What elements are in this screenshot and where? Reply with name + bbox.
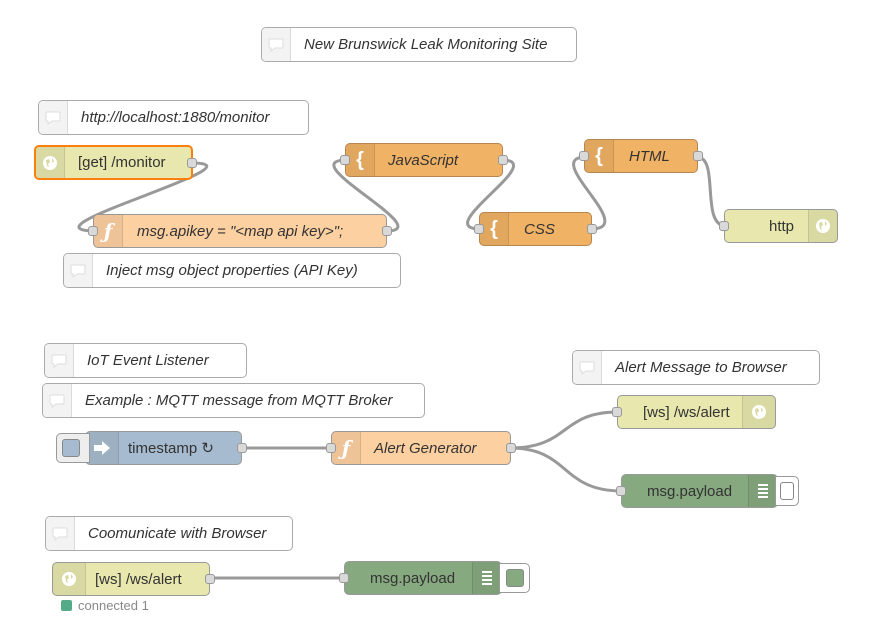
output-port[interactable] xyxy=(205,574,215,584)
globe-icon xyxy=(808,210,837,242)
site-title-label: New Brunswick Leak Monitoring Site xyxy=(304,36,548,53)
input-port[interactable] xyxy=(616,486,626,496)
comment-icon xyxy=(43,384,72,417)
wire-alert-to-ws-out xyxy=(509,410,619,450)
websocket-in-node[interactable]: [ws] /ws/alert xyxy=(52,562,215,596)
output-port[interactable] xyxy=(693,151,703,161)
comment-icon xyxy=(573,351,602,384)
comment-icon xyxy=(46,517,75,550)
input-port[interactable] xyxy=(612,407,622,417)
output-port[interactable] xyxy=(498,155,508,165)
iot-listener-label: IoT Event Listener xyxy=(87,352,209,369)
input-port[interactable] xyxy=(579,151,589,161)
template-brace-icon: { xyxy=(346,144,375,176)
debug-toggle-button[interactable] xyxy=(775,476,799,506)
input-port[interactable] xyxy=(474,224,484,234)
alert-message-comment[interactable]: Alert Message to Browser xyxy=(572,350,820,385)
output-port[interactable] xyxy=(506,443,516,453)
input-port[interactable] xyxy=(340,155,350,165)
output-port[interactable] xyxy=(187,158,197,168)
http-response-label: http xyxy=(769,217,795,235)
set-apikey-function-node[interactable]: ƒ msg.apikey = "<map api key>"; xyxy=(88,214,392,248)
output-port[interactable] xyxy=(587,224,597,234)
mqtt-example-label: Example : MQTT message from MQTT Broker xyxy=(85,392,393,409)
javascript-label: JavaScript xyxy=(388,151,459,169)
debug-label: msg.payload xyxy=(647,482,733,500)
template-brace-icon: { xyxy=(480,213,509,245)
debug-list-icon xyxy=(748,475,777,507)
websocket-out-node[interactable]: [ws] /ws/alert xyxy=(612,395,776,429)
function-label: msg.apikey = "<map api key>"; xyxy=(137,222,344,240)
wire-css-to-html xyxy=(572,155,607,231)
url-comment-label: http://localhost:1880/monitor xyxy=(81,109,270,126)
ws-in-status: connected 1 xyxy=(61,598,149,613)
http-in-label: [get] /monitor xyxy=(78,154,166,171)
comment-icon xyxy=(45,344,74,377)
wire-alert-to-debug xyxy=(509,446,623,493)
url-comment[interactable]: http://localhost:1880/monitor xyxy=(38,100,309,135)
wire-http-in-to-function xyxy=(77,161,209,233)
html-template-node[interactable]: { HTML xyxy=(579,139,703,173)
input-port[interactable] xyxy=(88,226,98,236)
debug-toggle-button-2[interactable] xyxy=(499,563,530,593)
communicate-comment[interactable]: Coomunicate with Browser xyxy=(45,516,293,551)
input-port[interactable] xyxy=(339,573,349,583)
ws-out-label: [ws] /ws/alert xyxy=(643,403,730,421)
html-label: HTML xyxy=(629,147,670,165)
timestamp-inject-node[interactable]: timestamp ↻ xyxy=(56,431,247,465)
globe-icon xyxy=(742,396,775,428)
status-text: connected 1 xyxy=(78,598,149,613)
mqtt-example-comment[interactable]: Example : MQTT message from MQTT Broker xyxy=(42,383,425,418)
debug-label-2: msg.payload xyxy=(370,569,456,587)
alert-message-label: Alert Message to Browser xyxy=(615,359,787,376)
iot-listener-comment[interactable]: IoT Event Listener xyxy=(44,343,247,378)
wire-html-to-http-response xyxy=(696,155,727,228)
inject-properties-comment[interactable]: Inject msg object properties (API Key) xyxy=(63,253,401,288)
comment-icon xyxy=(262,28,291,61)
globe-icon xyxy=(53,563,86,595)
css-label: CSS xyxy=(524,220,555,238)
ws-in-label: [ws] /ws/alert xyxy=(95,570,182,588)
template-brace-icon: { xyxy=(585,140,614,172)
output-port[interactable] xyxy=(382,226,392,236)
comment-icon xyxy=(64,254,93,287)
alert-generator-node[interactable]: ƒ Alert Generator xyxy=(326,431,516,465)
timestamp-label: timestamp ↻ xyxy=(128,440,214,457)
debug-list-icon xyxy=(472,562,501,594)
debug-node[interactable]: msg.payload xyxy=(616,474,799,508)
debug-node-2[interactable]: msg.payload xyxy=(339,561,530,595)
http-in-node[interactable]: [get] /monitor xyxy=(34,145,197,180)
wire-function-to-javascript xyxy=(332,158,400,233)
globe-icon xyxy=(36,147,65,178)
javascript-template-node[interactable]: { JavaScript xyxy=(340,143,508,177)
function-icon: ƒ xyxy=(332,432,361,464)
status-connected-dot xyxy=(61,600,72,611)
communicate-label: Coomunicate with Browser xyxy=(88,525,267,542)
site-title-comment[interactable]: New Brunswick Leak Monitoring Site xyxy=(261,27,577,62)
input-port[interactable] xyxy=(326,443,336,453)
inject-trigger-button[interactable] xyxy=(56,433,90,463)
input-port[interactable] xyxy=(719,221,729,231)
comment-icon xyxy=(39,101,68,134)
function-icon: ƒ xyxy=(94,215,123,247)
css-template-node[interactable]: { CSS xyxy=(474,212,597,246)
wire-javascript-to-css xyxy=(466,158,515,231)
output-port[interactable] xyxy=(237,443,247,453)
inject-comment-label: Inject msg object properties (API Key) xyxy=(106,262,358,279)
http-response-node[interactable]: http xyxy=(719,209,838,243)
arrow-in-icon xyxy=(86,432,119,464)
alert-generator-label: Alert Generator xyxy=(374,439,477,457)
